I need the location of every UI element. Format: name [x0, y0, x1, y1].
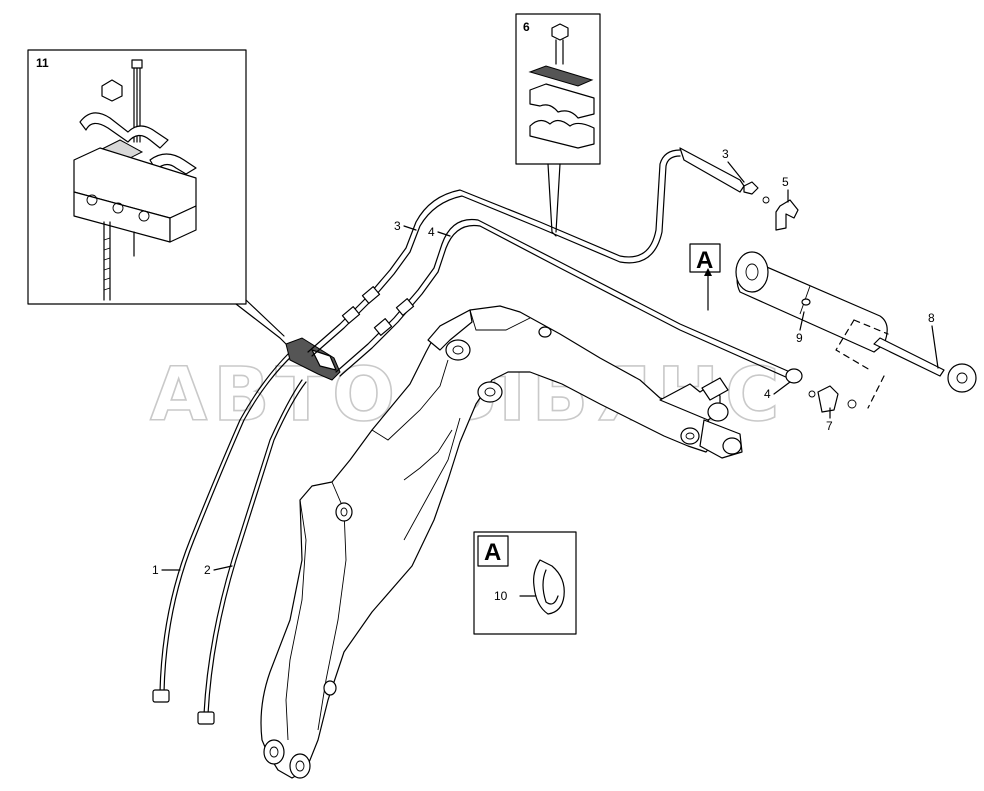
detail-box-11: 11 — [27, 49, 287, 345]
callout-7: 7 — [826, 419, 833, 433]
view-a-box: A — [473, 531, 577, 635]
boom-arm — [260, 305, 743, 779]
hydraulic-lines — [152, 147, 803, 725]
detail-box-6: 6 — [515, 13, 601, 237]
callout-8: 8 — [928, 311, 935, 325]
nut-icon — [101, 79, 123, 102]
right-parts — [735, 181, 977, 413]
callouts: 1 2 3 4 3 5 4 7 8 9 10 — [152, 147, 939, 603]
callout-4-right: 4 — [764, 387, 771, 401]
detail-box-6-number: 6 — [523, 20, 530, 34]
view-a-letter: A — [696, 247, 713, 274]
callout-9: 9 — [796, 331, 803, 345]
callout-3-right: 3 — [722, 147, 729, 161]
callout-10: 10 — [494, 589, 508, 603]
callout-4-left: 4 — [428, 225, 435, 239]
detail-box-11-number: 11 — [36, 56, 49, 70]
callout-1: 1 — [152, 563, 159, 577]
callout-5: 5 — [782, 175, 789, 189]
view-a-marker: A — [689, 243, 721, 311]
callout-2: 2 — [204, 563, 211, 577]
callout-3-left: 3 — [394, 219, 401, 233]
view-a-box-letter: A — [484, 539, 501, 566]
